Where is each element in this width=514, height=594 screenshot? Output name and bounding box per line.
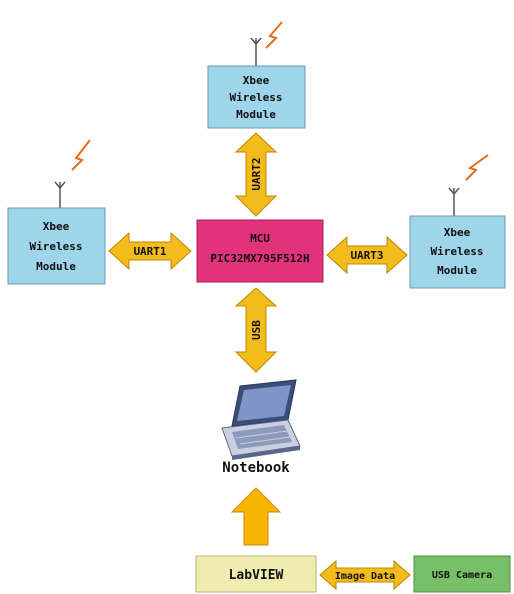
usb-camera-block: USB Camera — [413, 555, 511, 593]
labview-block: LabVIEW — [195, 555, 317, 593]
xbee-top-line3: Module — [236, 108, 276, 121]
xbee-left-line1: Xbee — [43, 220, 70, 233]
xbee-right-line2: Wireless — [431, 245, 484, 258]
labview-label: LabVIEW — [229, 568, 284, 583]
uart2-label: UART2 — [250, 157, 263, 190]
usb-label: USB — [250, 320, 263, 340]
xbee-module-top: Xbee Wireless Module — [207, 65, 306, 129]
antenna-icon-right — [448, 154, 489, 216]
mcu-block: MCU PIC32MX795F512H — [196, 219, 324, 283]
usb-camera-label: USB Camera — [432, 570, 492, 581]
antenna-icon-top — [250, 21, 283, 66]
xbee-module-right: Xbee Wireless Module — [409, 215, 506, 289]
uart2-link-arrow: UART2 — [234, 132, 278, 217]
antenna-icon-left — [54, 139, 91, 208]
notebook-label: Notebook — [222, 460, 290, 476]
uart1-label: UART1 — [133, 245, 166, 258]
uart3-link-arrow: UART3 — [326, 235, 408, 275]
uart1-link-arrow: UART1 — [108, 231, 192, 271]
xbee-left-line3: Module — [36, 260, 76, 273]
xbee-module-left: Xbee Wireless Module — [7, 207, 106, 285]
image-data-link-arrow: Image Data — [319, 559, 411, 591]
image-data-label: Image Data — [335, 571, 395, 582]
labview-to-notebook-arrow — [230, 487, 282, 546]
mcu-part-number: PIC32MX795F512H — [210, 252, 309, 265]
xbee-right-line3: Module — [437, 264, 477, 277]
usb-link-arrow: USB — [234, 287, 278, 373]
xbee-right-line1: Xbee — [444, 226, 471, 239]
mcu-label: MCU — [250, 232, 270, 245]
laptop-icon — [221, 379, 301, 460]
xbee-top-line2: Wireless — [230, 91, 283, 104]
xbee-top-line1: Xbee — [243, 74, 270, 87]
xbee-left-line2: Wireless — [30, 240, 83, 253]
uart3-label: UART3 — [350, 249, 383, 262]
